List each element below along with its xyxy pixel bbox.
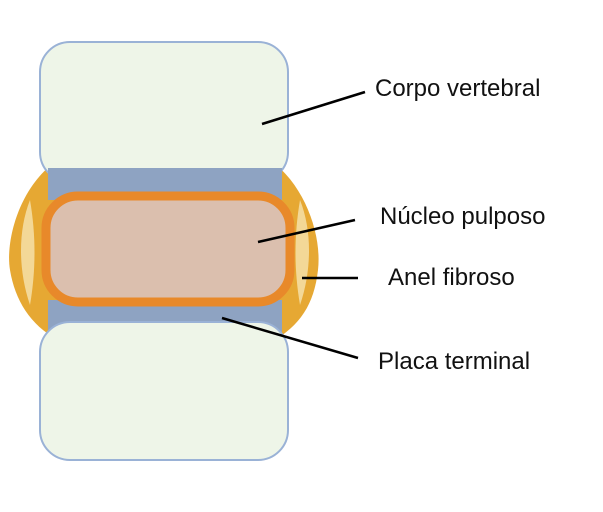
upper-vertebral-body — [39, 41, 289, 183]
label-corpo-vertebral: Corpo vertebral — [375, 75, 541, 102]
leader-line-nucleo-pulposo — [257, 218, 356, 244]
leader-line-placa-terminal — [221, 316, 359, 360]
annulus-fibrosus-left — [9, 160, 60, 340]
label-placa-terminal: Placa terminal — [378, 348, 531, 375]
label-anel-fibroso: Anel fibroso — [388, 264, 515, 291]
nucleus-pulposus — [41, 191, 295, 307]
leader-line-corpo-vertebral — [261, 90, 366, 126]
lower-vertebral-body — [39, 321, 289, 461]
annulus-texture-left — [21, 200, 35, 305]
label-nucleo-pulposo: Núcleo pulposo — [380, 203, 546, 230]
